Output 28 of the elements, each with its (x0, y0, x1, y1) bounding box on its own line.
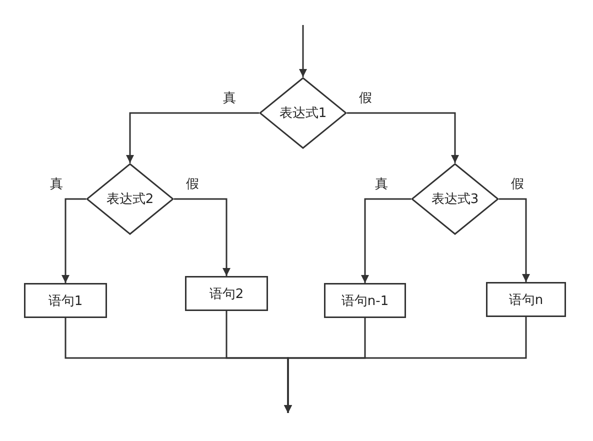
decision-diamond (86, 163, 174, 235)
process-box (185, 276, 268, 311)
decision-diamond (411, 163, 499, 235)
arrow (361, 198, 411, 283)
edge-label: 假 (511, 178, 524, 191)
arrow (62, 198, 86, 283)
process-box (24, 283, 107, 318)
node-label: 表达式2 (106, 191, 154, 208)
node-label: 语句1 (48, 292, 83, 310)
edge-label: 真 (223, 92, 236, 105)
process-box (486, 282, 566, 317)
arrow (174, 198, 230, 276)
edge-label: 真 (50, 178, 63, 191)
node-label: 表达式1 (279, 105, 327, 122)
process-box (324, 283, 406, 318)
arrow (499, 198, 530, 282)
arrow (126, 112, 259, 163)
arrow (284, 317, 527, 413)
edge-label: 假 (359, 92, 372, 105)
arrow (347, 112, 459, 163)
node-label: 语句2 (209, 286, 244, 302)
node-label: 语句n (508, 292, 544, 308)
edge-label: 假 (186, 178, 199, 191)
node-label: 语句n-1 (341, 292, 389, 310)
node-label: 表达式3 (431, 191, 479, 208)
arrow (299, 25, 307, 77)
decision-diamond (259, 77, 347, 149)
edge-label: 真 (375, 178, 388, 191)
